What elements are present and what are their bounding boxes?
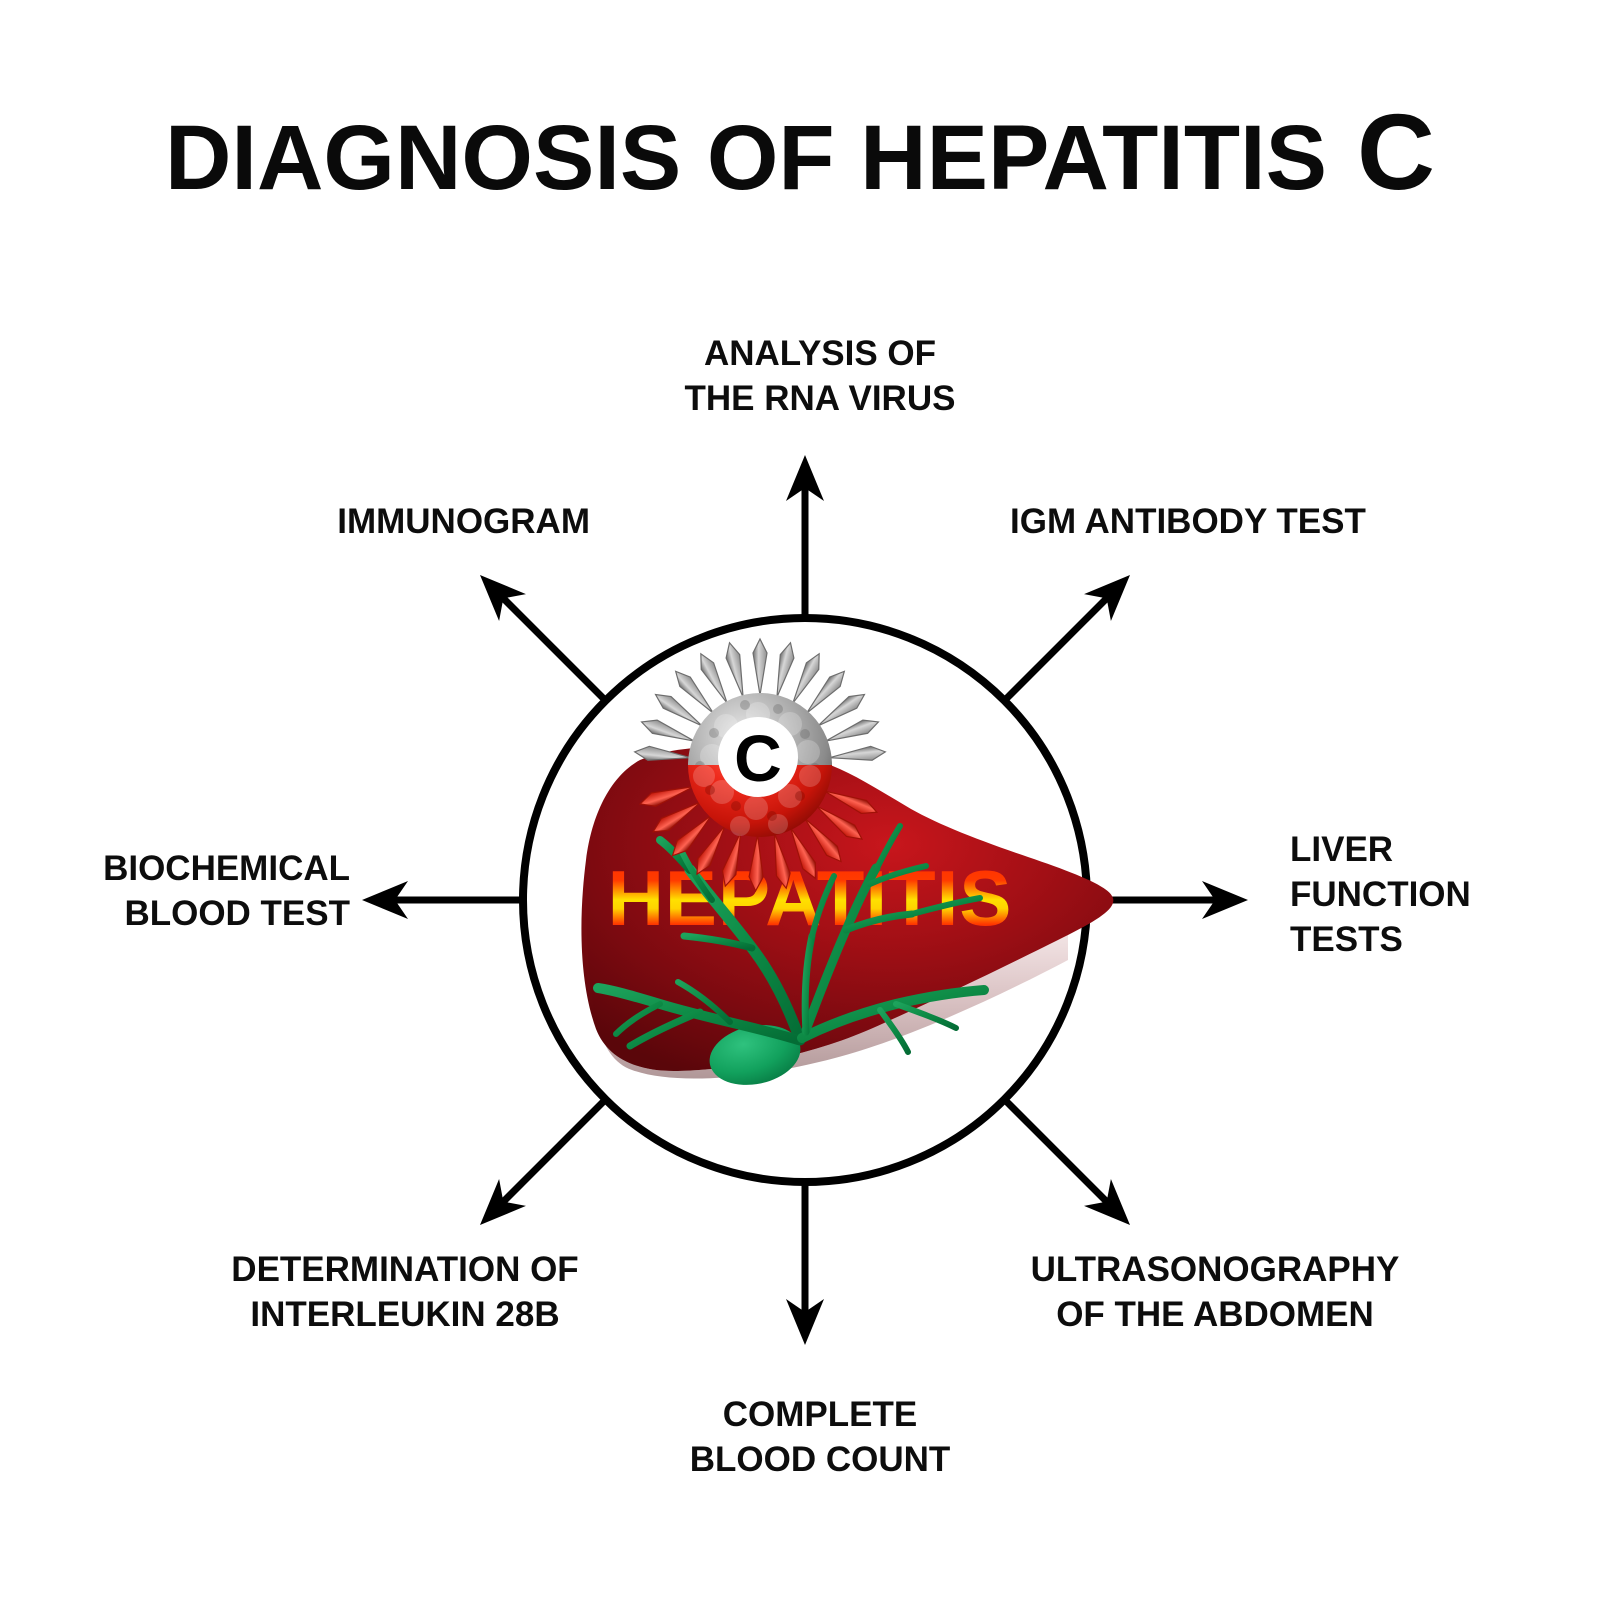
spoke-arrows [377,470,1233,1330]
bile-duct-tree [593,823,989,1055]
page-title: DIAGNOSIS OF HEPATITIS C [0,98,1600,206]
spoke-label-igm-antibody: IGM ANTIBODY TEST [1010,502,1366,541]
page-title-text: DIAGNOSIS OF HEPATITIS [164,107,1327,209]
gallbladder [709,1025,801,1085]
virus-capsid-red [688,765,832,837]
spoke-label-biochemical-blood-test: BIOCHEMICAL BLOOD TEST [103,849,350,933]
arrow-line-igm-antibody [1002,584,1121,703]
liver-organ [581,746,1114,1072]
liver-illustration: HEPATITIS [581,637,1114,1085]
page-title-letter: C [1357,91,1435,212]
spoke-label-ultrasonography: ULTRASONOGRAPHY OF THE ABDOMEN [1030,1250,1400,1334]
arrow-line-ultrasonography [1002,1097,1121,1216]
arrow-line-interleukin-28b [489,1097,608,1216]
virus-letter-badge [718,717,798,797]
virus-spikes-red [638,786,879,893]
spoke-label-liver-function-tests: LIVER FUNCTION TESTS [1290,830,1471,959]
spoke-label-immunogram: IMMUNOGRAM [337,502,590,541]
virus-letter-c: C [734,721,782,795]
virus-spikes-gray [633,637,887,761]
arrow-line-immunogram [489,584,608,703]
spoke-label-complete-blood-count: COMPLETE BLOOD COUNT [689,1395,951,1479]
spoke-label-analysis-rna: ANALYSIS OF THE RNA VIRUS [684,334,956,418]
spoke-label-interleukin-28b: DETERMINATION OF INTERLEUKIN 28B [231,1250,579,1334]
hepatitis-c-virus-particle: C [633,637,887,893]
